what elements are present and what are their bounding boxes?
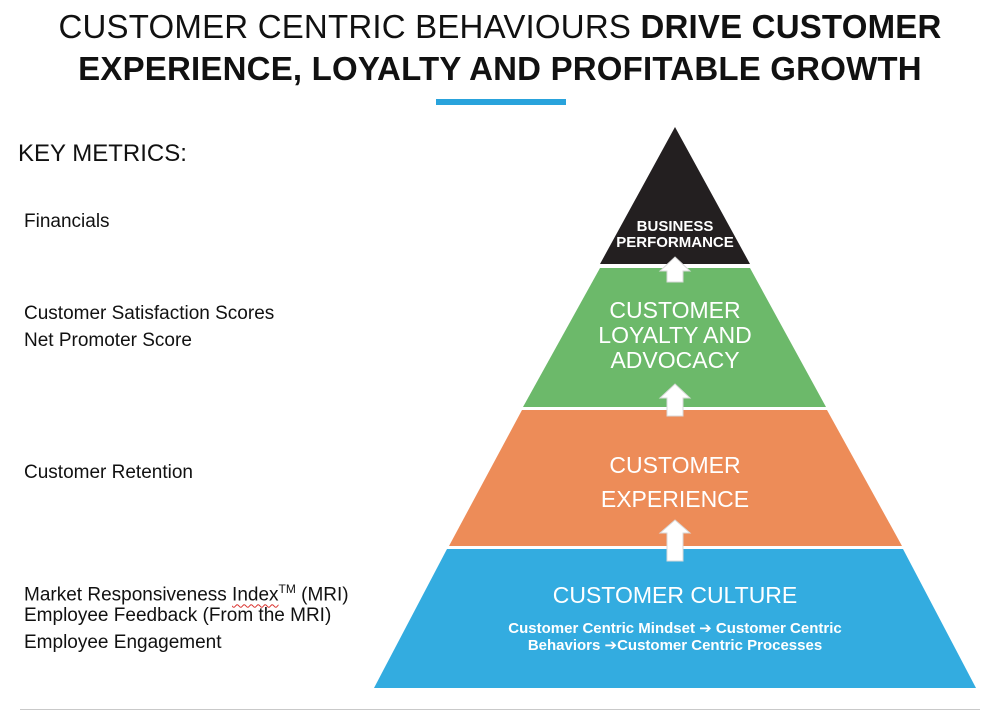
metric-financials: Financials bbox=[24, 211, 110, 232]
business-performance-label: BUSINESS PERFORMANCE bbox=[600, 219, 750, 251]
key-metrics-heading: KEY METRICS: bbox=[18, 140, 187, 167]
title-accent-bar bbox=[436, 99, 566, 105]
title-line-1: CUSTOMER CENTRIC BEHAVIOURS DRIVE CUSTOM… bbox=[0, 6, 1000, 48]
loyalty-label-line-3: ADVOCACY bbox=[610, 347, 740, 373]
metric-retention: Customer Retention bbox=[24, 462, 193, 483]
business-label-line-1: BUSINESS bbox=[636, 218, 714, 235]
experience-label-line-1: CUSTOMER bbox=[609, 452, 741, 478]
metric-satisfaction: Customer Satisfaction Scores bbox=[24, 303, 275, 324]
business-label-line-2: PERFORMANCE bbox=[616, 234, 734, 251]
metric-engagement: Employee Engagement bbox=[24, 632, 222, 653]
pyramid-layer-experience bbox=[449, 410, 902, 546]
title-line-2: EXPERIENCE, LOYALTY AND PROFITABLE GROWT… bbox=[78, 50, 922, 87]
customer-culture-description: Customer Centric Mindset ➔ Customer Cent… bbox=[430, 620, 920, 654]
up-arrow-icon bbox=[658, 519, 692, 562]
loyalty-label-line-2: LOYALTY AND bbox=[598, 322, 752, 348]
culture-description-line-2: Behaviors ➔Customer Centric Processes bbox=[527, 637, 823, 654]
pyramid-layer-business bbox=[600, 127, 750, 264]
footer-divider bbox=[20, 709, 980, 710]
customer-culture-title: CUSTOMER CULTURE bbox=[552, 582, 798, 608]
metric-mri: Market Responsiveness IndexTM (MRI) bbox=[24, 576, 349, 608]
pyramid-layer-loyalty bbox=[523, 268, 826, 407]
title-bold-1: DRIVE CUSTOMER bbox=[640, 8, 942, 45]
loyalty-advocacy-label: CUSTOMER LOYALTY AND ADVOCACY bbox=[560, 298, 790, 373]
experience-label-line-2: EXPERIENCE bbox=[600, 486, 750, 512]
metric-mri-prefix: Market Responsiveness bbox=[24, 584, 233, 606]
metric-mri-index: Index bbox=[232, 584, 279, 606]
trademark-mark: TM bbox=[278, 582, 296, 596]
up-arrow-icon bbox=[658, 383, 692, 417]
title-normal: CUSTOMER CENTRIC BEHAVIOURS bbox=[58, 8, 641, 45]
customer-experience-label: CUSTOMER EXPERIENCE bbox=[530, 448, 820, 516]
culture-description-line-1: Customer Centric Mindset ➔ Customer Cent… bbox=[508, 620, 842, 637]
page-title: CUSTOMER CENTRIC BEHAVIOURS DRIVE CUSTOM… bbox=[0, 6, 1000, 90]
loyalty-label-line-1: CUSTOMER bbox=[609, 297, 741, 323]
metric-nps: Net Promoter Score bbox=[24, 330, 192, 351]
pyramid-layer-culture bbox=[374, 549, 976, 688]
metric-mri-suffix: (MRI) bbox=[295, 584, 349, 606]
up-arrow-icon bbox=[658, 256, 692, 283]
metric-feedback: Employee Feedback (From the MRI) bbox=[24, 605, 332, 626]
